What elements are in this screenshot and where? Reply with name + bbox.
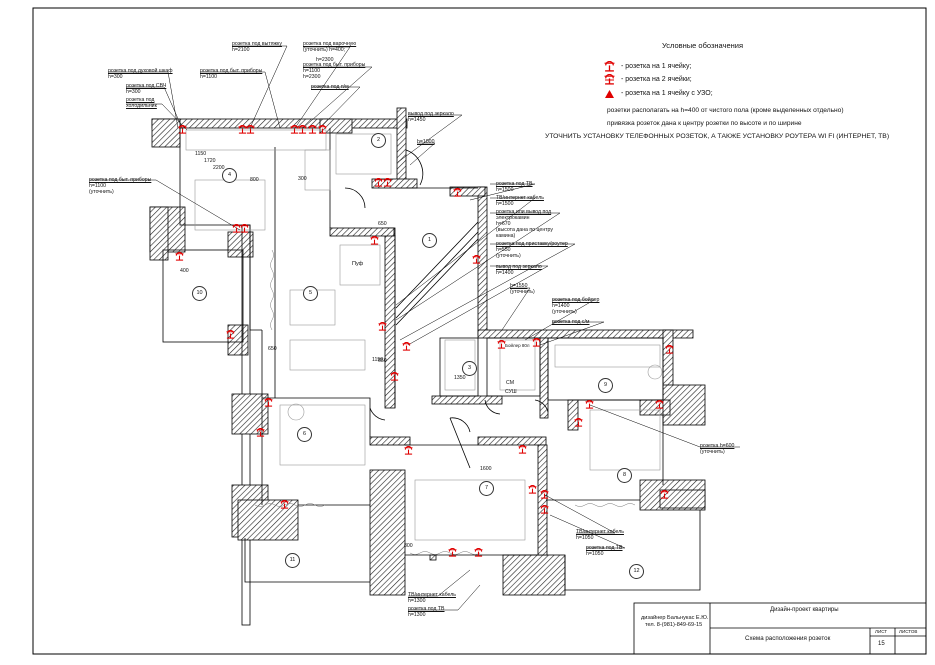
dim-1350: 1350 [454,375,466,381]
dim-1720: 1720 [204,158,216,164]
dim-800b: 800 [404,543,413,549]
dim-300: 300 [298,176,307,182]
callout-h1000: h=1000 [417,139,435,145]
title-block-frame [633,602,927,655]
socket-1-icon [604,61,615,72]
legend-item-3: - розетка на 1 ячейку с УЗО; [604,88,713,99]
dim-1150: 1150 [195,151,207,157]
sheets-label: ЛИСТОВ [899,629,918,634]
legend-item-2: - розетка на 2 ячейки; [604,74,692,85]
socket-2-icon [604,74,615,85]
project-title: Дизайн-проект квартиры [770,607,839,613]
room-number-2: 2 [371,133,386,148]
legend-item-1: - розетка на 1 ячейку; [604,61,691,72]
callout-h600: розетка h=600(уточнить) [700,443,735,455]
room-number-7: 7 [479,481,494,496]
legend-note-height: розетки располагать на h=400 от чистого … [607,107,844,114]
walls [149,107,706,626]
dim-650c: 650 [378,358,387,364]
designer-phone: тел. 8-(981)-849-69-15 [645,622,703,628]
dim-650b: 650 [268,346,277,352]
dim-650a: 650 [378,221,387,227]
room-number-8: 8 [617,468,632,483]
sheet-label: ЛИСТ [875,629,888,634]
room-number-10: 10 [192,286,207,301]
leader-lines [89,45,740,611]
boiler-label: Бойлер 80л [505,343,530,348]
legend-note-binding: привязка розеток дана к центру розетки п… [607,120,802,127]
room-number-12: 12 [629,564,644,579]
callout-hob: розетка под варочную(уточнить) h=400; [303,41,357,53]
legend-label-1: - розетка на 1 ячейку; [621,63,692,70]
socket-rcd-icon [605,90,614,98]
callout-washer: розетка под с/м [552,319,590,325]
callout-h2300: h=2300 [316,57,334,63]
dim-1150b: 1150 [372,357,384,363]
room-number-1: 1 [422,233,437,248]
designer-name: дизайнер Бальнукас Е.Ю. [641,615,709,621]
callout-dishwasher: розетка под п/м [311,84,349,90]
dim-800: 800 [250,177,259,183]
washer-label: СМ [506,380,515,386]
room-number-6: 6 [297,427,312,442]
legend-title: Условные обозначения [662,41,744,50]
sheet-title: Схема расположения розеток [745,635,831,642]
room-number-5: 5 [303,286,318,301]
furniture [185,129,663,541]
room-number-4: 4 [222,168,237,183]
callout-h1550: h=1550(уточнить) [510,283,535,295]
room-number-11: 11 [285,553,300,568]
dim-1600: 1600 [480,466,492,472]
legend-label-2: - розетка на 2 ячейки; [621,76,692,83]
pouf-label: Пуф [352,261,364,267]
legend-note-clarify: УТОЧНИТЬ УСТАНОВКУ ТЕЛЕФОННЫХ РОЗЕТОК, А… [545,133,890,140]
dim-400: 400 [180,268,189,274]
dim-2200: 2200 [213,165,225,171]
room-number-3: 3 [462,361,477,376]
sheet-number: 15 [878,641,885,647]
dryer-label: СУШ [505,389,517,395]
room-number-9: 9 [598,378,613,393]
legend-label-3: - розетка на 1 ячейку с УЗО; [621,90,713,97]
